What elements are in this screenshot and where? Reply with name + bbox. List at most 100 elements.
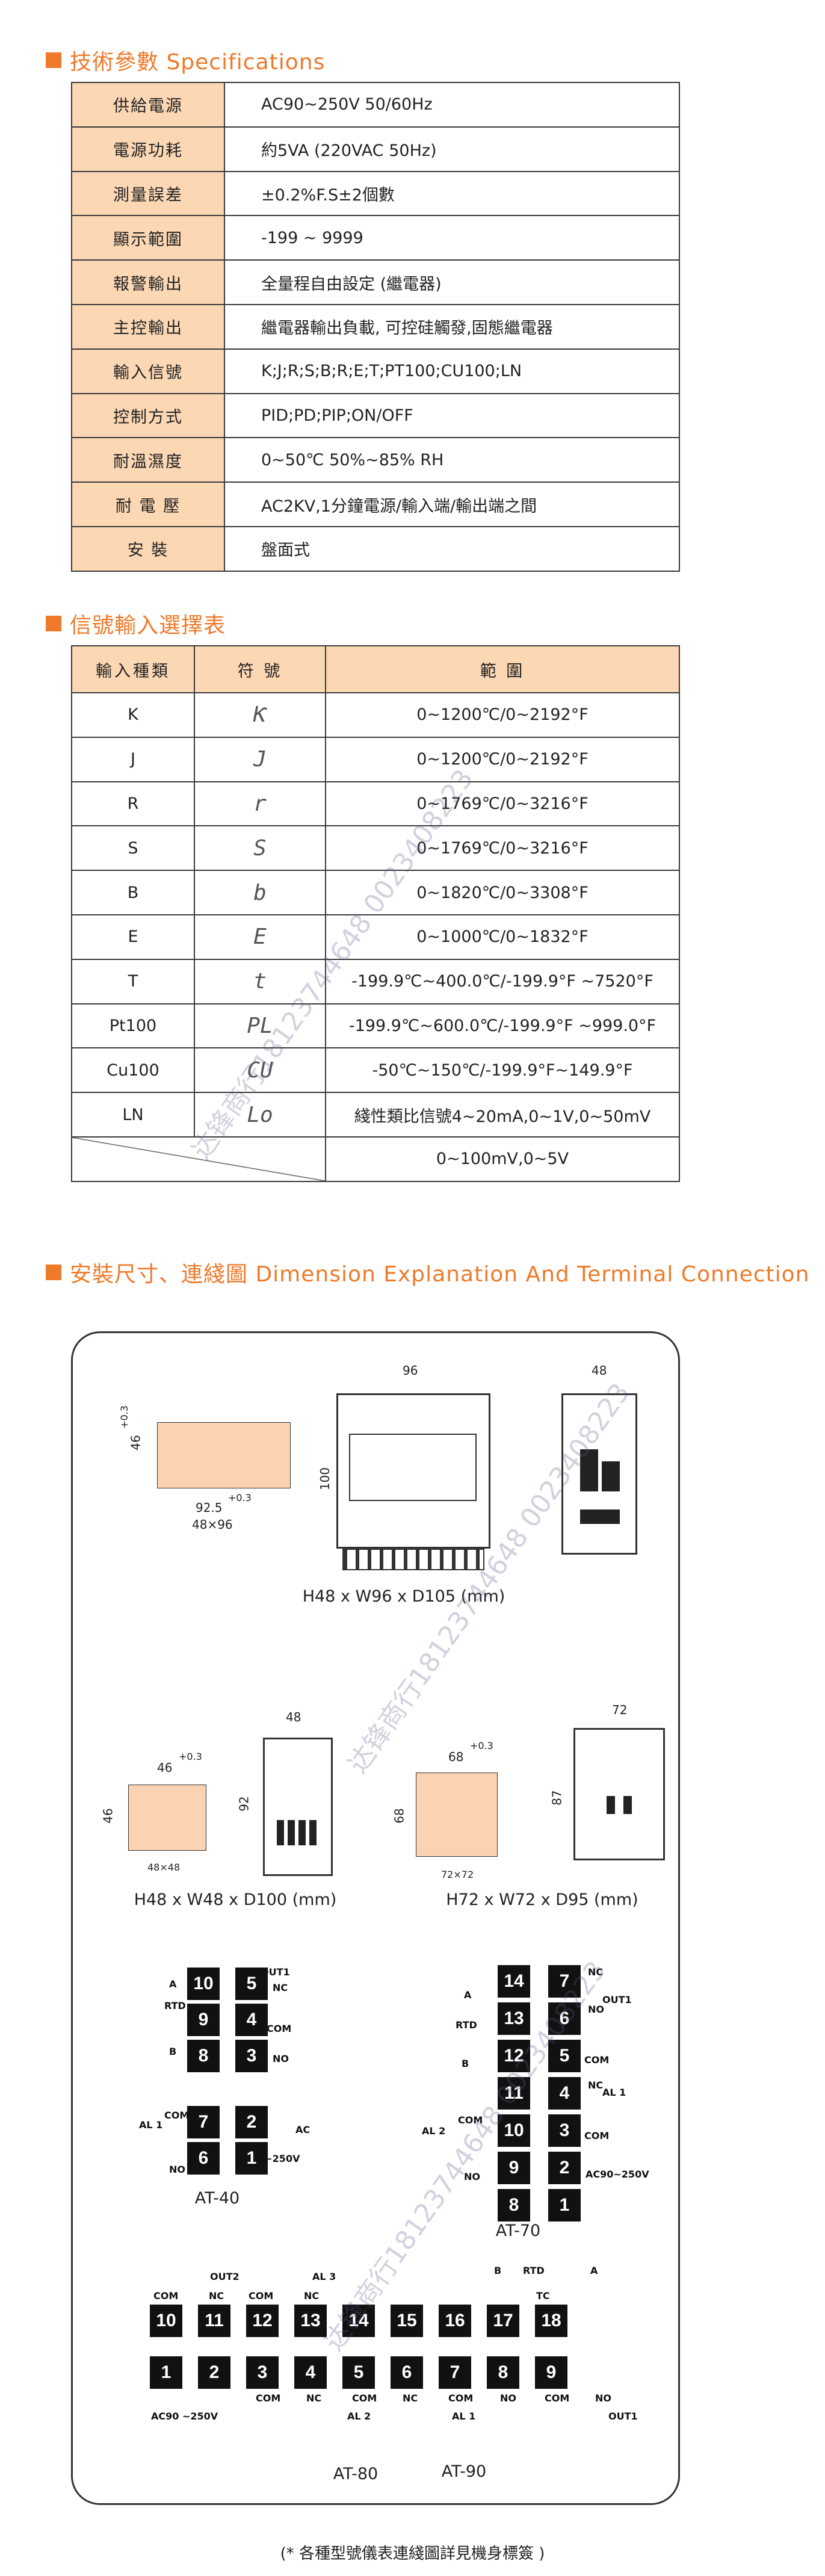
terminal-text-label: NC [306, 2392, 322, 2404]
spec-value: K;J;R;S;B;R;E;T;PT100;CU100;LN [224, 348, 680, 394]
spec-value: AC90~250V 50/60Hz [224, 82, 680, 128]
at40-out1-label: OUT1 [261, 1966, 290, 1978]
cutout-72x72 [416, 1773, 498, 1857]
cutout-w-tol: +0.3 [228, 1492, 252, 1503]
signal-type: K [71, 692, 195, 738]
signal-symbol: PL [194, 1003, 326, 1049]
signal-section-header: 信號輸入選擇表 [46, 608, 226, 639]
cutout3-name: 72×72 [441, 1869, 474, 1880]
terminal-6: 6 [187, 2142, 220, 2175]
spec-key: 顯示範圍 [71, 215, 225, 261]
orange-square-icon [46, 1265, 61, 1280]
spec-key: 主控輸出 [71, 303, 225, 350]
signal-range: 0~1769℃/0~3216°F [325, 825, 680, 872]
at80-supply-label: AC90 ~250V [151, 2410, 218, 2422]
terminal-text-label: NO [588, 2004, 604, 2015]
spec-key: 輸入信號 [71, 348, 225, 394]
terminal-text-label: COM [458, 2114, 483, 2126]
signal-symbol: Ƙ [194, 692, 326, 738]
terminal-7: 7 [439, 2356, 471, 2389]
at70-supply-label: AC90~250V [586, 2169, 649, 2180]
terminal-text-label: RTD [456, 2019, 477, 2031]
spec-value: ±0.2%F.S±2個數 [224, 170, 680, 217]
terminal-9: 9 [535, 2356, 567, 2389]
cutout-h-label: 46 [128, 1435, 143, 1451]
signal-symbol: S [194, 825, 326, 872]
terminal-text-label: NC [588, 1966, 604, 1978]
signal-range: 0~1200℃/0~2192°F [325, 692, 680, 738]
spec-key: 耐溫濕度 [71, 437, 225, 483]
signal-type: Pt100 [71, 1003, 195, 1049]
signal-type: Cu100 [71, 1047, 195, 1094]
signal-symbol: J [194, 736, 326, 782]
side-width-label: 48 [592, 1363, 607, 1378]
dimension-panel: 46 +0.3 92.5 +0.3 48×96 96 100 48 H48 x … [71, 1331, 680, 2505]
at90-name: AT-90 [441, 2462, 487, 2481]
orange-square-icon [46, 52, 61, 68]
side-terminal-block [607, 1796, 615, 1814]
terminal-13: 13 [294, 2305, 327, 2337]
spec-value: 盤面式 [224, 525, 680, 572]
terminal-16: 16 [439, 2305, 471, 2337]
signal-range: -199.9℃~400.0℃/-199.9°F ~7520°F [325, 958, 680, 1005]
spec-value: AC2KV,1分鐘電源/輸入端/輸出端之間 [224, 481, 680, 527]
signal-range: -199.9℃~600.0℃/-199.9°F ~999.0°F [325, 1003, 680, 1049]
d2-side-width: 48 [286, 1710, 301, 1724]
at80-out1-label: OUT1 [608, 2410, 638, 2422]
side-terminal-block [277, 1820, 320, 1845]
signal-range: 0~1000℃/0~1832°F [325, 914, 680, 960]
terminal-10: 10 [498, 2114, 530, 2147]
d3-side-width: 72 [612, 1703, 628, 1717]
spec-key: 控制方式 [71, 392, 225, 439]
orange-square-icon [46, 616, 61, 631]
terminal-text-label: COM [256, 2392, 281, 2404]
cutout3-tol: +0.3 [470, 1740, 493, 1751]
terminal-1: 1 [150, 2356, 182, 2389]
spec-key: 電源功耗 [71, 126, 225, 172]
display-window [349, 1434, 477, 1501]
at70-out1-label: OUT1 [602, 1994, 632, 2005]
cutout2-w-label: 46 [157, 1760, 173, 1775]
terminal-5: 5 [548, 2040, 581, 2072]
cutout2-name: 48×48 [147, 1862, 181, 1873]
terminal-11: 11 [198, 2305, 230, 2337]
device-72x72 [573, 1728, 665, 1860]
d2-depth: 92 [236, 1796, 252, 1812]
d1-caption: H48 x W96 x D105 (mm) [302, 1587, 505, 1606]
terminal-text-label: NC [403, 2392, 418, 2404]
terminal-15: 15 [391, 2305, 423, 2337]
signal-symbol: Lo [194, 1092, 326, 1138]
side-terminal-block [580, 1449, 598, 1491]
terminal-12: 12 [246, 2305, 279, 2337]
spec-row: 主控輸出繼電器輸出負載, 可控硅觸發,固態繼電器 [71, 303, 680, 350]
terminal-text-label: COM [267, 2023, 292, 2034]
terminal-6: 6 [391, 2356, 423, 2389]
cutout-w-label: 92.5 [196, 1500, 223, 1515]
side-terminal-block [623, 1796, 632, 1814]
signal-symbol: t [194, 958, 326, 1005]
terminal-8: 8 [187, 2040, 220, 2072]
terminal-9: 9 [498, 2152, 530, 2184]
terminal-text-label: COM [249, 2290, 274, 2302]
terminal-7: 7 [548, 1965, 581, 1998]
cutout2-h-label: 46 [100, 1808, 116, 1824]
terminal-13: 13 [498, 2002, 530, 2035]
terminal-11: 11 [498, 2077, 530, 2110]
terminal-2: 2 [235, 2106, 268, 2138]
cutout2-tol: +0.3 [179, 1751, 202, 1762]
spec-value: 全量程自由設定 (繼電器) [224, 259, 680, 305]
terminal-12: 12 [498, 2040, 530, 2072]
terminal-2: 2 [548, 2152, 581, 2184]
device-48x48 [263, 1738, 333, 1876]
terminal-text-label: A [590, 2265, 598, 2276]
terminal-text-label: NO [464, 2171, 480, 2182]
spec-row: 電源功耗約5VA (220VAC 50Hz) [71, 126, 680, 172]
spec-row: 顯示範圍-199 ~ 9999 [71, 215, 680, 261]
